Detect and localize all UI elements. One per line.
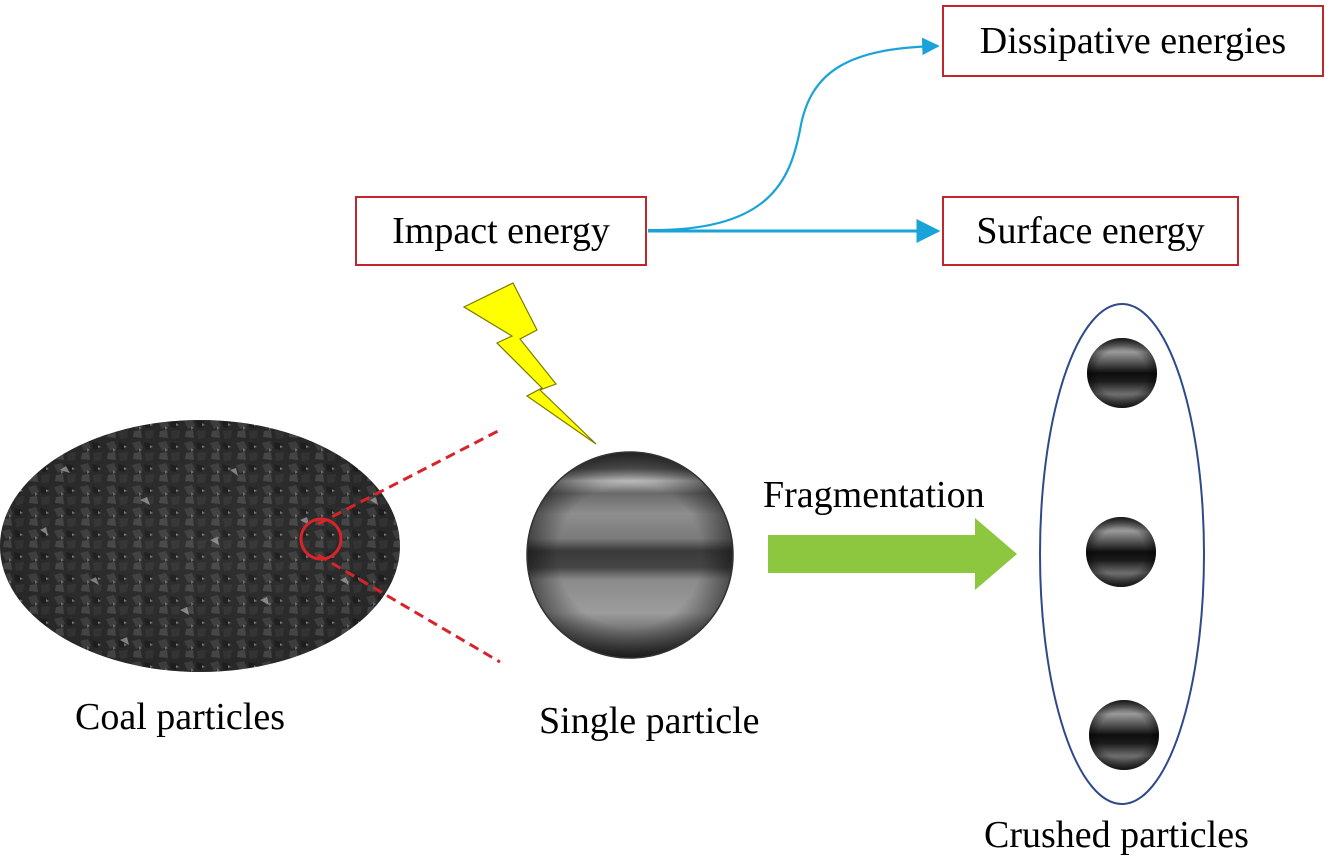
crushed-particle	[1089, 700, 1159, 770]
dissipative-energies-box: Dissipative energies	[942, 5, 1324, 77]
zoom-line-top	[317, 428, 501, 526]
impact-energy-box: Impact energy	[355, 196, 647, 266]
fragmentation-label: Fragmentation	[763, 474, 985, 516]
coal-particles-image	[0, 420, 400, 672]
fragmentation-arrow	[768, 518, 1017, 590]
surface-energy-box: Surface energy	[942, 196, 1239, 266]
lightning-bolt-icon	[462, 282, 597, 445]
dissipative-arrow	[647, 37, 940, 232]
impact-energy-label: Impact energy	[392, 210, 610, 252]
crushed-particle	[1086, 517, 1156, 587]
crushed-particles-ellipse	[1039, 303, 1205, 805]
surface-energy-label: Surface energy	[976, 210, 1205, 252]
zoom-line-bottom	[317, 553, 501, 664]
dissipative-energies-label: Dissipative energies	[979, 20, 1287, 62]
zoom-circle	[299, 517, 343, 561]
single-particle-label: Single particle	[539, 700, 760, 742]
crushed-particles-label: Crushed particles	[984, 814, 1249, 856]
coal-particles-label: Coal particles	[75, 696, 285, 738]
crushed-particle	[1087, 338, 1157, 408]
single-particle-sphere	[526, 451, 734, 659]
